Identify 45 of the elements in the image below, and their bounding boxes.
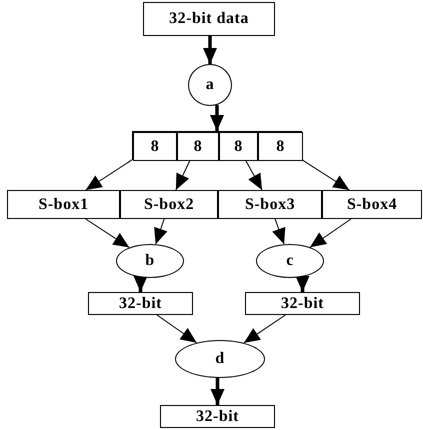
node-label: a <box>206 76 214 94</box>
node-label: S-box4 <box>346 196 398 214</box>
node-label: 32-bit <box>119 294 162 312</box>
process-ellipse <box>188 64 232 106</box>
node-label: c <box>286 252 294 270</box>
data-box <box>88 292 193 315</box>
data-box <box>177 132 219 161</box>
arrow <box>134 276 148 292</box>
data-box <box>160 405 275 428</box>
arrow <box>244 160 263 190</box>
data-box <box>133 132 177 161</box>
arrow <box>85 159 132 190</box>
data-box <box>218 190 322 219</box>
node-label: S-box2 <box>144 196 194 214</box>
node-label: 8 <box>276 138 285 156</box>
arrow <box>243 314 286 344</box>
data-box <box>143 2 275 36</box>
arrow <box>302 159 350 190</box>
node-label: 32-bit <box>196 408 239 426</box>
arrow <box>175 160 191 190</box>
node-label: 32-bit <box>281 294 324 312</box>
node-label: S-box1 <box>38 196 89 214</box>
arrow <box>156 314 198 344</box>
node-label: d <box>215 350 225 368</box>
arrow <box>203 36 217 64</box>
arrow <box>309 218 352 248</box>
arrow <box>296 276 310 292</box>
node-label: b <box>145 252 155 270</box>
node-label: 8 <box>150 138 160 156</box>
data-box <box>245 292 360 315</box>
cell-row-box <box>132 131 302 160</box>
node-label: 32-bit data <box>169 10 249 28</box>
data-box <box>322 190 422 219</box>
arrow <box>210 378 224 405</box>
arrow <box>154 218 168 245</box>
arrow <box>85 218 130 248</box>
data-box <box>120 190 218 219</box>
data-box <box>219 132 258 161</box>
data-box <box>7 190 120 219</box>
arrow <box>272 218 286 245</box>
node-label: S-box3 <box>244 196 296 214</box>
node-label: 8 <box>194 138 202 156</box>
arrow <box>210 104 224 131</box>
data-box <box>258 132 303 161</box>
node-label: 8 <box>234 138 243 156</box>
